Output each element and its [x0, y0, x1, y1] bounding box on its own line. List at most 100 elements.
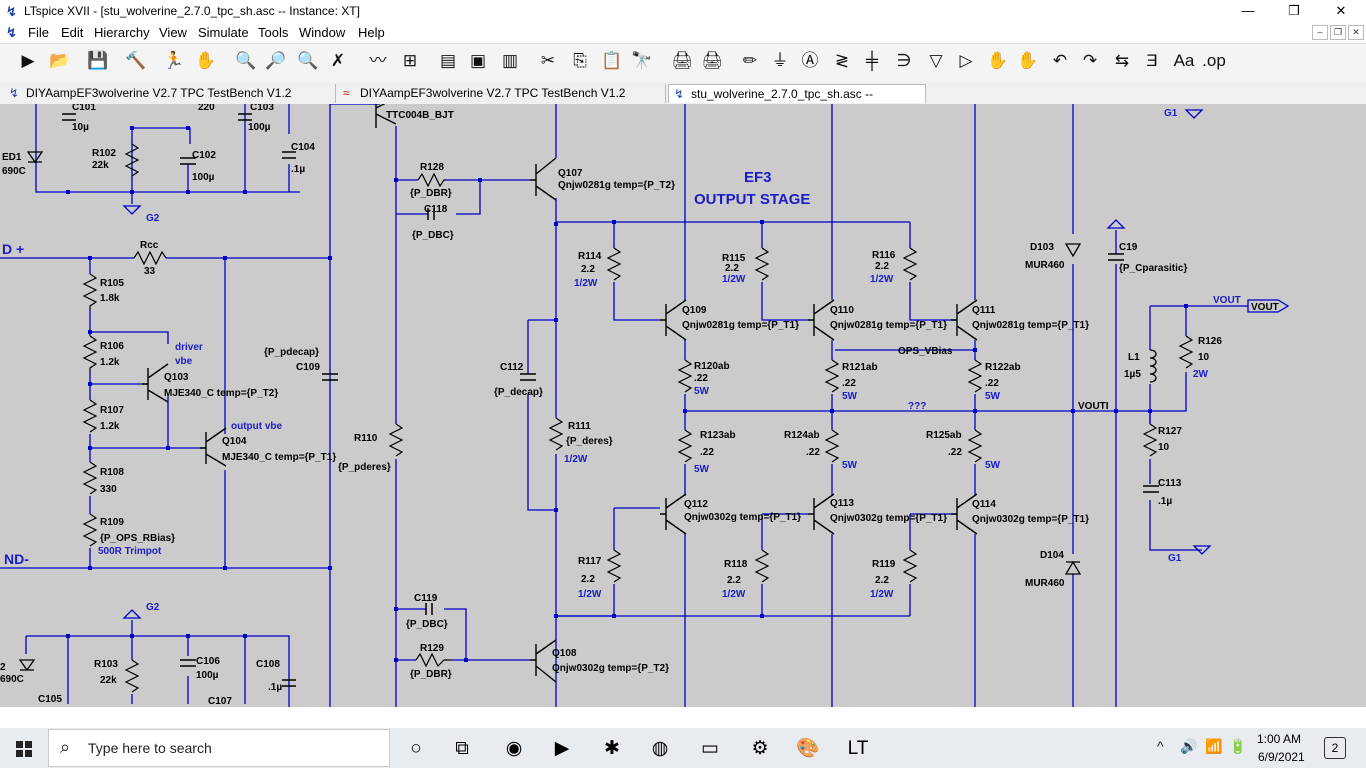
zoom-area-icon[interactable]: 🔎 [265, 51, 287, 70]
ltspice-icon[interactable]: ↯ [6, 4, 17, 19]
network-icon[interactable]: 📶 [1205, 738, 1223, 754]
component-icon[interactable]: ▷ [959, 51, 973, 70]
undo-icon[interactable]: ↶ [1052, 51, 1068, 70]
zoom-out-icon[interactable]: 🔍 [297, 51, 319, 70]
battery-icon[interactable]: 🔋 [1229, 738, 1247, 754]
print-setup-icon[interactable]: 🖨 [701, 51, 723, 70]
open-icon[interactable]: 📂 [49, 51, 71, 70]
schematic-canvas[interactable]: C101 10µ 220 C103 100µ R102 22k C102 100… [0, 104, 1366, 707]
paste-icon[interactable]: 📋 [601, 51, 623, 70]
label-r114w: 1/2W [574, 278, 598, 289]
control-panel-icon[interactable]: 🔨 [125, 51, 147, 70]
label-r125: R125ab [926, 430, 962, 441]
run-icon[interactable]: ▶ [21, 51, 35, 70]
menu-simulate[interactable]: Simulate [198, 25, 249, 40]
mdi-close-button[interactable]: ✕ [1348, 25, 1364, 40]
label-r117v: 2.2 [581, 574, 595, 585]
junction-dots [66, 126, 1188, 662]
menu-tools[interactable]: Tools [258, 25, 289, 40]
menu-window[interactable]: Window [299, 25, 346, 40]
cut-icon[interactable]: ✂ [540, 51, 556, 70]
label-c118: C118 [424, 204, 448, 215]
clock-date[interactable]: 6/9/2021 [1258, 750, 1305, 764]
menu-hierarchy[interactable]: Hierarchy [94, 25, 150, 40]
minimize-button[interactable]: — [1241, 3, 1255, 18]
save-icon[interactable]: 💾 [87, 51, 109, 70]
copy-icon[interactable]: ⎘ [573, 51, 587, 70]
tile-vertical-icon[interactable]: ▥ [501, 51, 519, 70]
maximize-button[interactable]: ❐ [1288, 3, 1300, 18]
zoom-in-icon[interactable]: 🔍 [235, 51, 257, 70]
grid-icon[interactable]: ⊞ [402, 51, 418, 70]
capacitor-icon[interactable]: ╪ [865, 51, 879, 70]
run-halt-icon[interactable]: 🏃 [163, 51, 185, 70]
edge-icon[interactable]: ◉ [505, 738, 523, 759]
ltspice-taskbar-icon[interactable]: LT [847, 738, 869, 759]
media-player-icon[interactable]: ▶ [554, 738, 570, 759]
search-input[interactable] [48, 729, 390, 767]
redo-icon[interactable]: ↷ [1082, 51, 1098, 70]
label-r125w: 5W [985, 460, 1001, 471]
paint-icon[interactable]: 🎨 [796, 738, 820, 759]
spice-directive-icon[interactable]: .op [1202, 51, 1226, 70]
clock-time[interactable]: 1:00 AM [1257, 732, 1302, 746]
label-q108: Q108 [552, 648, 577, 659]
find-icon[interactable]: 🔭 [631, 51, 653, 70]
label-r129: R129 [420, 643, 444, 654]
notification-badge[interactable]: 2 [1324, 737, 1346, 759]
document-icon[interactable]: ↯ [6, 25, 17, 40]
label-r122v: .22 [985, 378, 999, 389]
close-button[interactable]: ✕ [1335, 3, 1347, 18]
resistor-icon[interactable]: ≷ [834, 51, 850, 70]
drag-icon[interactable]: ✋ [1017, 51, 1039, 70]
start-button[interactable] [0, 728, 48, 768]
diode-icon[interactable]: ▽ [929, 51, 943, 70]
label-vout-net: VOUT [1213, 295, 1241, 306]
menu-file[interactable]: File [28, 25, 49, 40]
menu-help[interactable]: Help [358, 25, 385, 40]
tab-instance[interactable]: ↯ stu_wolverine_2.7.0_tpc_sh.asc -- Inst… [668, 84, 926, 120]
label-q107v: Qnjw0281g temp={P_T2} [558, 180, 675, 191]
task-view-icon[interactable]: ⧉ [455, 738, 469, 759]
autorange-icon[interactable]: 〰 [369, 51, 387, 70]
office-icon[interactable]: ✱ [604, 738, 620, 759]
label-r118: R118 [724, 559, 748, 570]
chrome-icon[interactable]: ◍ [651, 738, 669, 759]
label-net-icon[interactable]: Ⓐ [801, 51, 819, 70]
mdi-restore-button[interactable]: ❐ [1330, 25, 1346, 40]
label-r115: R115 [722, 253, 746, 264]
draw-wire-icon[interactable]: ✏ [742, 51, 758, 70]
tile-horizontal-icon[interactable]: ▤ [439, 51, 457, 70]
volume-icon[interactable]: 🔊 [1180, 738, 1198, 754]
inductor-icon[interactable]: ∋ [896, 51, 912, 70]
menu-view[interactable]: View [159, 25, 187, 40]
print-icon[interactable]: 🖨 [671, 51, 693, 70]
mdi-minimize-button[interactable]: – [1312, 25, 1328, 40]
tab-raw[interactable]: ≈ DIYAampEF3wolverine V2.7 TPC TestBench… [338, 84, 666, 119]
label-c101v: 10µ [72, 122, 89, 133]
move-icon[interactable]: ✋ [987, 51, 1009, 70]
label-g2-bot: G2 [146, 602, 160, 613]
tray-chevron-icon[interactable]: ^ [1157, 738, 1164, 754]
tab-asc[interactable]: ↯ DIYAampEF3wolverine V2.7 TPC TestBench… [4, 84, 336, 119]
label-q109: Q109 [682, 305, 707, 316]
file-explorer-icon[interactable]: ▭ [701, 738, 719, 759]
zoom-fit-icon[interactable]: ✗ [330, 51, 346, 70]
cortana-icon[interactable]: ○ [410, 738, 422, 759]
label-d-plus: D + [2, 241, 24, 257]
cascade-icon[interactable]: ▣ [469, 51, 487, 70]
label-c119: C119 [414, 593, 438, 604]
label-title1: EF3 [744, 169, 772, 186]
label-output-vbe: output vbe [231, 421, 283, 432]
text-icon[interactable]: Aa [1173, 51, 1195, 70]
pan-hand-icon[interactable]: ✋ [195, 51, 217, 70]
label-r123w: 5W [694, 464, 710, 475]
ground-icon[interactable]: ⏚ [771, 51, 789, 70]
label-rccv: 33 [144, 266, 156, 277]
label-qqq: ??? [908, 401, 926, 412]
rotate-icon[interactable]: ⇆ [1114, 51, 1130, 70]
mirror-icon[interactable]: Ǝ [1146, 51, 1158, 70]
menu-edit[interactable]: Edit [61, 25, 84, 40]
label-r111w: 1/2W [564, 454, 588, 465]
green-app-icon[interactable]: ⚙ [751, 738, 769, 759]
